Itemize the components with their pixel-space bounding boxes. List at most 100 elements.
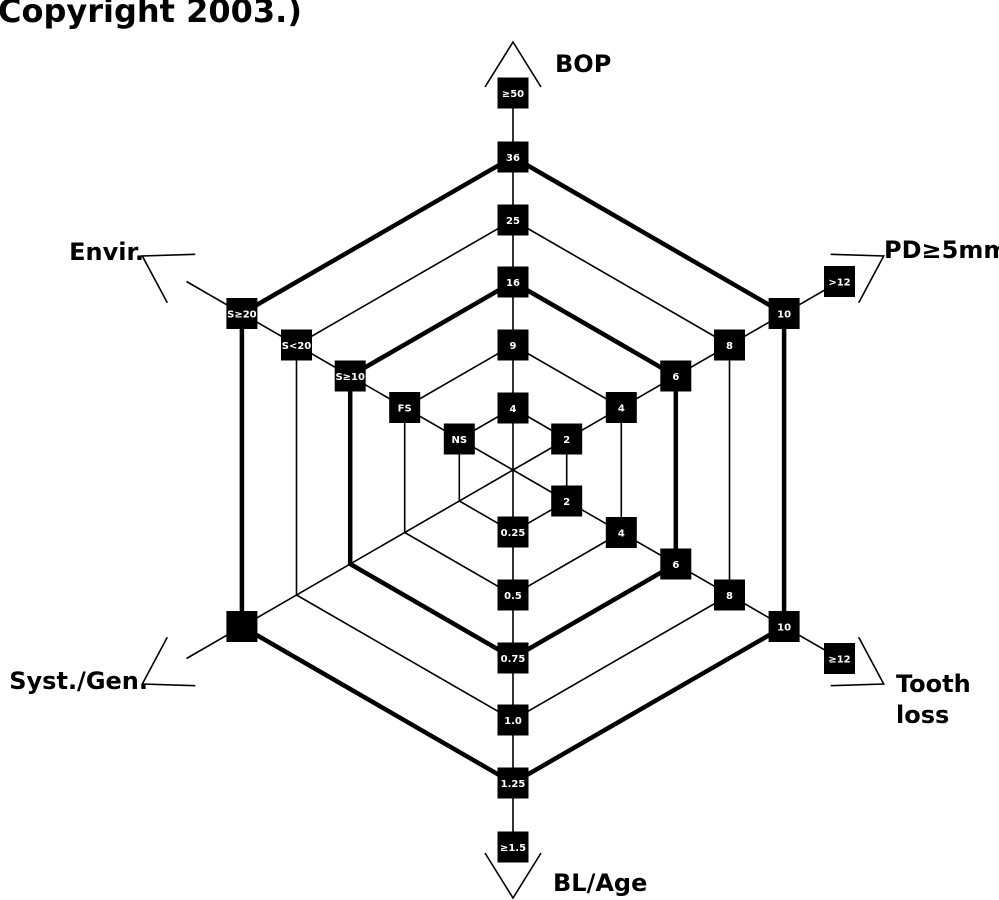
tick-tooth-5: 10 bbox=[768, 611, 800, 642]
tick-label: S<20 bbox=[282, 341, 312, 352]
arrow-bop bbox=[484, 40, 542, 88]
tick-box bbox=[281, 329, 312, 361]
tick-label: 10 bbox=[777, 310, 791, 321]
tick-label: 8 bbox=[726, 591, 733, 602]
tick-tooth-6: ≥12 bbox=[824, 643, 855, 674]
tick-label: 36 bbox=[506, 153, 520, 164]
tick-label: ≥50 bbox=[502, 89, 524, 100]
tick-box bbox=[497, 704, 529, 736]
tick-box bbox=[497, 141, 529, 173]
tick-box bbox=[497, 77, 529, 109]
tick-label: FS bbox=[398, 404, 412, 415]
tick-bop-6: ≥50 bbox=[497, 77, 529, 109]
tick-label: 0.25 bbox=[501, 528, 526, 539]
axis-arrows bbox=[140, 40, 886, 900]
tick-box bbox=[443, 423, 475, 455]
axis-label-pd: PD≥5mm bbox=[884, 236, 999, 264]
tick-label: 6 bbox=[672, 560, 679, 571]
tick-box bbox=[226, 611, 258, 642]
tick-pd-6: >12 bbox=[824, 266, 855, 297]
arrow-pd bbox=[830, 253, 886, 304]
tick-box bbox=[389, 392, 421, 423]
tick-box bbox=[497, 266, 529, 298]
tick-bl-1: 0.25 bbox=[497, 516, 529, 548]
arrow-bl bbox=[484, 852, 542, 900]
tick-box bbox=[497, 767, 529, 799]
axis-label-bl: BL/Age bbox=[553, 869, 647, 897]
tick-label: ≥12 bbox=[828, 655, 850, 666]
tick-label: 4 bbox=[510, 404, 517, 415]
tick-label: 1.0 bbox=[504, 716, 522, 727]
tick-label: S≥20 bbox=[227, 310, 257, 321]
tick-label: S≥10 bbox=[335, 372, 365, 383]
tick-box bbox=[660, 360, 692, 392]
tick-box bbox=[226, 298, 258, 329]
tick-box bbox=[497, 516, 529, 548]
tick-bl-6: ≥1.5 bbox=[497, 831, 529, 863]
tick-label: 8 bbox=[726, 341, 733, 352]
tick-box bbox=[660, 548, 692, 580]
tick-box bbox=[497, 204, 529, 236]
tick-bop-2: 9 bbox=[497, 329, 529, 361]
tick-box bbox=[714, 329, 745, 361]
tick-label: 1.25 bbox=[501, 779, 526, 790]
tick-bl-4: 1.0 bbox=[497, 704, 529, 736]
tick-envir-4: S<20 bbox=[281, 329, 312, 361]
tick-envir-1: NS bbox=[443, 423, 475, 455]
tick-bop-3: 16 bbox=[497, 266, 529, 298]
tick-tooth-4: 8 bbox=[714, 579, 745, 611]
tick-box bbox=[551, 423, 583, 455]
tick-label: 9 bbox=[510, 341, 517, 352]
tick-box bbox=[497, 392, 529, 424]
tick-box bbox=[605, 517, 637, 548]
tick-syst-5 bbox=[226, 611, 258, 642]
tick-box bbox=[824, 266, 855, 297]
tick-pd-3: 6 bbox=[660, 360, 692, 392]
tick-tooth-2: 4 bbox=[605, 517, 637, 548]
tick-bop-4: 25 bbox=[497, 204, 529, 236]
tick-pd-5: 10 bbox=[768, 298, 800, 329]
tick-envir-3: S≥10 bbox=[334, 360, 366, 392]
tick-envir-5: S≥20 bbox=[226, 298, 258, 329]
axis-label-tooth: loss bbox=[896, 701, 949, 729]
tick-label: 2 bbox=[563, 435, 570, 446]
tick-bop-5: 36 bbox=[497, 141, 529, 173]
tick-pd-1: 2 bbox=[551, 423, 583, 455]
tick-label: 16 bbox=[506, 278, 520, 289]
axis-label-tooth: Tooth bbox=[896, 670, 971, 698]
tick-box bbox=[334, 360, 366, 392]
tick-label: 6 bbox=[672, 372, 679, 383]
tick-label: >12 bbox=[828, 278, 850, 289]
tick-label: 25 bbox=[506, 216, 520, 227]
tick-label: 2 bbox=[563, 497, 570, 508]
tick-bl-3: 0.75 bbox=[497, 642, 529, 674]
arrow-tooth bbox=[830, 636, 886, 687]
tick-box bbox=[497, 831, 529, 863]
tick-box bbox=[497, 579, 529, 611]
tick-markers: 4 9 16 25 36 ≥50 2 4 6 8 10 >12 2 4 6 8 10 ≥12 0.25 0.5 0.75… bbox=[226, 77, 855, 863]
arrow-envir bbox=[140, 253, 196, 304]
tick-tooth-3: 6 bbox=[660, 548, 692, 580]
tick-label: NS bbox=[452, 435, 468, 446]
tick-box bbox=[605, 392, 637, 423]
tick-label: 4 bbox=[618, 529, 625, 540]
tick-pd-4: 8 bbox=[714, 329, 745, 361]
tick-box bbox=[768, 298, 800, 329]
tick-box bbox=[768, 611, 800, 642]
tick-label: 0.75 bbox=[501, 654, 526, 665]
tick-bl-5: 1.25 bbox=[497, 767, 529, 799]
arrow-syst bbox=[140, 636, 196, 687]
tick-tooth-1: 2 bbox=[551, 485, 583, 517]
tick-pd-2: 4 bbox=[605, 392, 637, 423]
figure-caption: Copyright 2003.) bbox=[0, 0, 302, 30]
tick-label: ≥1.5 bbox=[500, 843, 526, 854]
tick-label: 0.5 bbox=[504, 591, 522, 602]
tick-box bbox=[551, 485, 583, 517]
tick-label: 10 bbox=[777, 623, 791, 634]
tick-bl-2: 0.5 bbox=[497, 579, 529, 611]
tick-box bbox=[824, 643, 855, 674]
tick-envir-2: FS bbox=[389, 392, 421, 423]
axis-label-envir: Envir. bbox=[69, 238, 144, 266]
